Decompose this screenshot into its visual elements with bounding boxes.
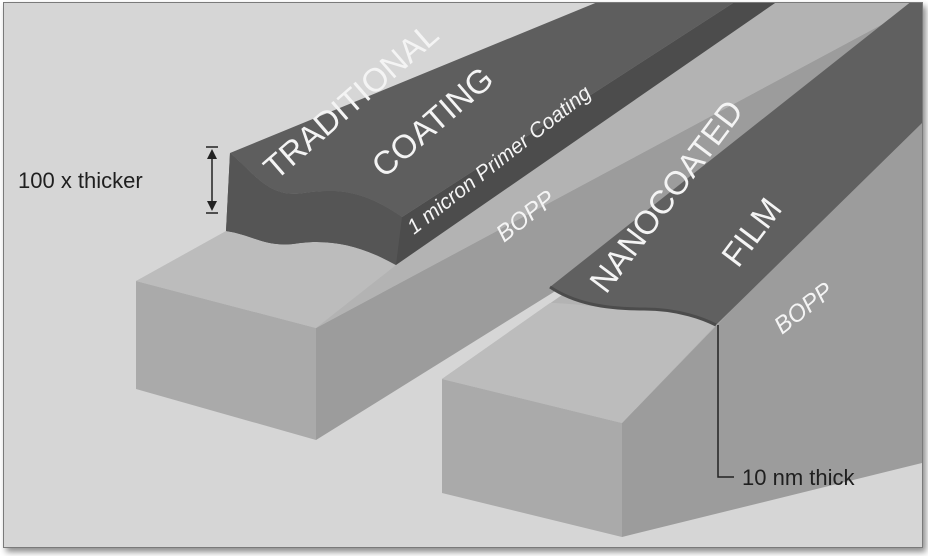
right-coating-edge [549, 285, 717, 327]
right-bopp-side [622, 113, 922, 537]
right-bopp-front [442, 379, 622, 537]
right-strip: NANOCOATED FILM BOPP [442, 3, 922, 537]
arrow-down-icon [207, 201, 217, 211]
thickness-callout-left-label: 100 x thicker [18, 168, 143, 193]
thickness-callout-right-label: 10 nm thick [742, 465, 855, 490]
arrow-up-icon [207, 149, 217, 159]
left-strip: TRADITIONAL COATING 1 micron Primer Coat… [136, 3, 922, 440]
coating-comparison-diagram: TRADITIONAL COATING 1 micron Primer Coat… [18, 3, 922, 537]
diagram-frame: TRADITIONAL COATING 1 micron Primer Coat… [3, 2, 923, 548]
left-coating-front [226, 153, 402, 265]
thickness-callout-left: 100 x thicker [18, 146, 218, 214]
right-bopp-exposed-top [442, 303, 716, 423]
left-coating-top [230, 3, 734, 217]
left-bopp-side [316, 3, 922, 440]
right-coating-top [550, 3, 922, 325]
left-bopp-front [136, 281, 316, 440]
callout-leader-line [717, 325, 734, 478]
thickness-callout-right: 10 nm thick [717, 325, 855, 490]
left-bopp-exposed-top [136, 231, 396, 328]
